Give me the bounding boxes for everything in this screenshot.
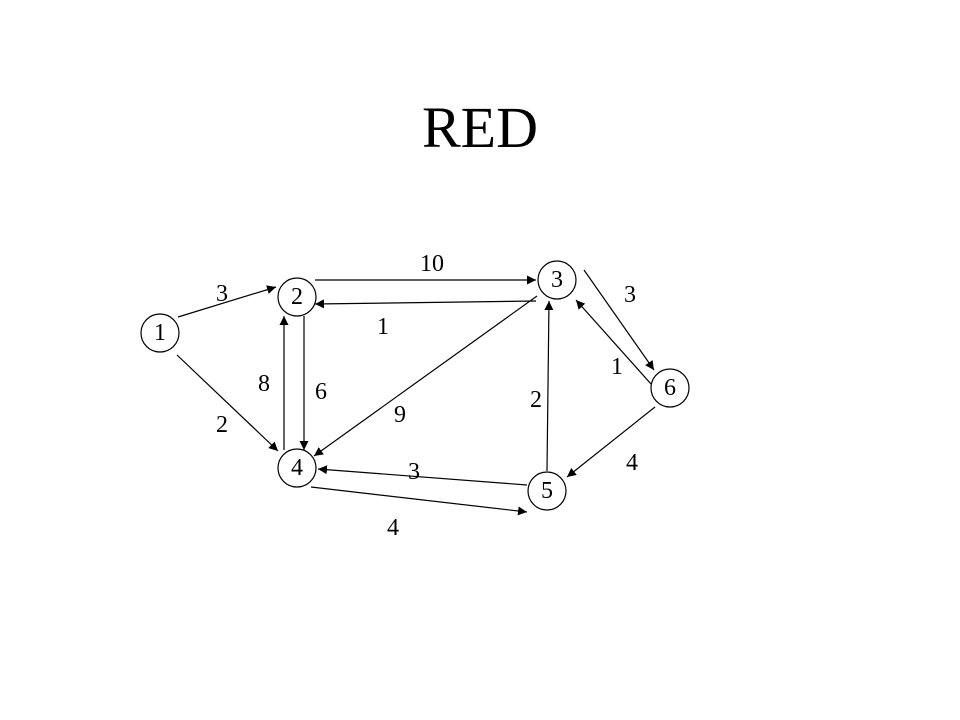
edge-arrow [317, 465, 528, 486]
node-circle [277, 448, 317, 488]
edge-weight-label: 1 [377, 314, 389, 340]
edge-3-4: 9 [313, 295, 538, 457]
edge-3-2: 1 [314, 299, 537, 340]
edge-weight-label: 3 [216, 281, 228, 307]
node-label: 2 [291, 284, 303, 310]
node-label: 4 [291, 455, 303, 481]
edge-2-4: 6 [299, 316, 327, 450]
edge-1-4: 2 [176, 354, 279, 452]
edge-arrow [314, 299, 537, 309]
edge-5-4: 3 [317, 459, 528, 486]
edge-arrow [177, 285, 277, 318]
node-label: 1 [154, 320, 166, 346]
node-circle [277, 277, 317, 317]
node-label: 6 [664, 375, 676, 401]
edge-arrow [544, 300, 554, 472]
edge-2-3: 10 [315, 251, 536, 285]
edge-weight-label: 9 [394, 402, 406, 428]
node-circle [537, 260, 577, 300]
node-5: 5 [527, 471, 567, 511]
node-3: 3 [537, 260, 577, 300]
node-circle [140, 313, 180, 353]
node-4: 4 [277, 448, 317, 488]
edge-weight-label: 2 [216, 412, 228, 438]
page-title: RED [422, 95, 538, 160]
edge-1-2: 3 [177, 281, 277, 318]
edge-arrow [176, 354, 279, 452]
edge-weight-label: 3 [408, 459, 420, 485]
edge-weight-label: 2 [530, 387, 542, 413]
node-1: 1 [140, 313, 180, 353]
edge-weight-label: 10 [420, 251, 444, 277]
edge-4-2: 8 [258, 316, 289, 450]
edge-arrow [310, 486, 528, 516]
edge-3-6: 3 [583, 269, 655, 371]
edge-weight-label: 4 [387, 515, 399, 541]
node-label: 3 [551, 267, 563, 293]
edge-weight-label: 4 [626, 450, 638, 476]
node-2: 2 [277, 277, 317, 317]
edge-arrow [575, 299, 652, 385]
node-circle [650, 368, 690, 408]
node-6: 6 [650, 368, 690, 408]
edge-6-3: 1 [575, 299, 652, 385]
edge-weight-label: 1 [611, 354, 623, 380]
edge-arrow [566, 406, 656, 478]
edge-arrow [313, 295, 538, 457]
edge-weight-label: 8 [258, 371, 270, 397]
edge-arrow [583, 269, 655, 371]
edge-5-3: 2 [530, 300, 554, 472]
edge-6-5: 4 [566, 406, 656, 478]
edge-4-5: 4 [310, 486, 528, 541]
node-label: 5 [541, 478, 553, 504]
edge-weight-label: 3 [624, 282, 636, 308]
edge-weight-label: 6 [315, 379, 327, 405]
node-circle [527, 471, 567, 511]
